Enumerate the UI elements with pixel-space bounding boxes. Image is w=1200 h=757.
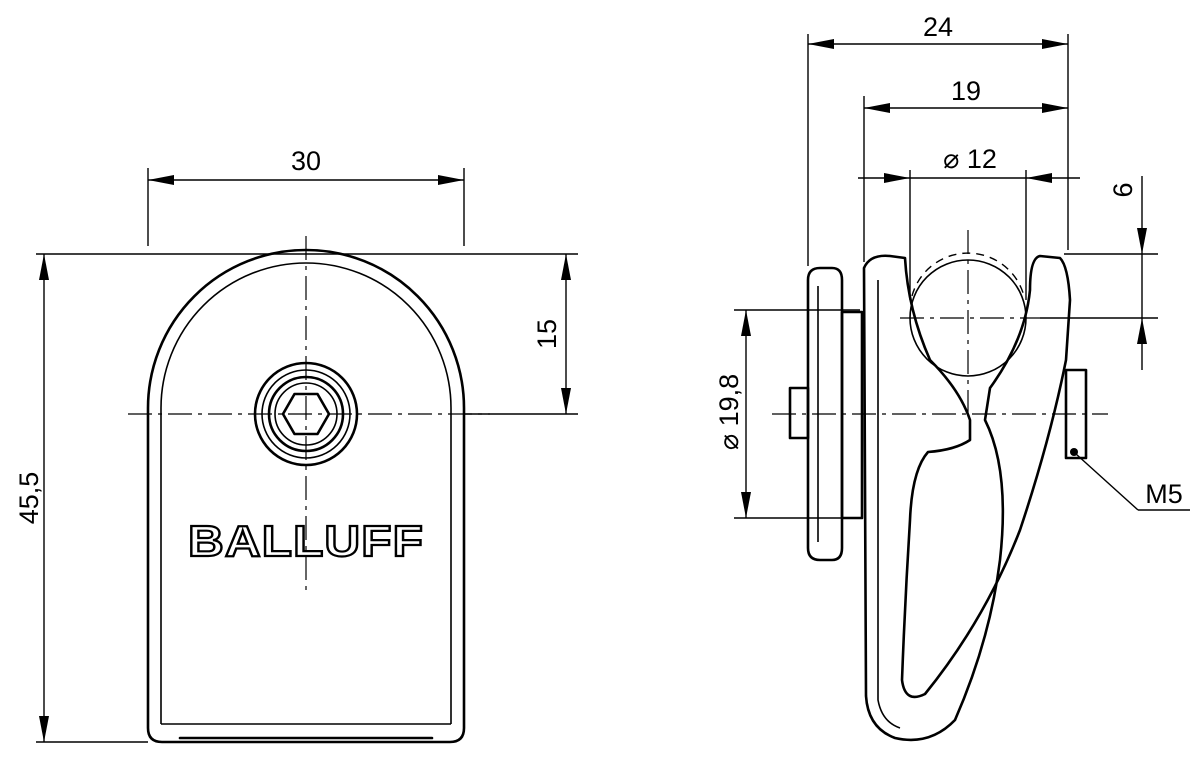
dim-center-label: 15 — [532, 319, 562, 349]
front-view: BALLUFF 30 45,5 15 — [14, 146, 578, 744]
m5-label: M5 — [1145, 479, 1183, 509]
dim-flange-19-8: ⌀ 19,8 — [714, 309, 860, 519]
dim-overall-label: 24 — [923, 12, 953, 42]
clamp-body — [862, 254, 1072, 742]
flange-disc — [806, 266, 844, 562]
dim-width-label: 30 — [291, 146, 321, 176]
hex-socket-icon — [281, 392, 331, 436]
dim-offset-6: 6 — [1040, 176, 1158, 370]
m5-callout: M5 — [1075, 453, 1190, 511]
front-body-outline — [146, 248, 466, 744]
dim-height-label: 45,5 — [14, 472, 44, 525]
dim-clamp-19: 19 — [863, 76, 1068, 262]
dim-bore-label: ⌀ 12 — [943, 144, 997, 174]
dim-width-30: 30 — [147, 146, 465, 246]
front-body-inner-rim — [160, 262, 452, 724]
brand-logo: BALLUFF — [188, 517, 424, 566]
dim-clamp-label: 19 — [951, 76, 981, 106]
dim-height-45-5: 45,5 — [14, 254, 49, 742]
dim-bore-12: ⌀ 12 — [858, 144, 1080, 300]
side-view: 24 19 ⌀ 12 6 — [714, 12, 1190, 742]
dim-center-15: 15 — [532, 254, 571, 414]
dim-offset-label: 6 — [1108, 182, 1138, 197]
dim-overall-24: 24 — [807, 12, 1069, 266]
clamp-inner-line — [877, 280, 901, 729]
dim-flange-label: ⌀ 19,8 — [714, 374, 744, 450]
flange-hub — [840, 310, 864, 520]
left-stud — [788, 386, 810, 440]
